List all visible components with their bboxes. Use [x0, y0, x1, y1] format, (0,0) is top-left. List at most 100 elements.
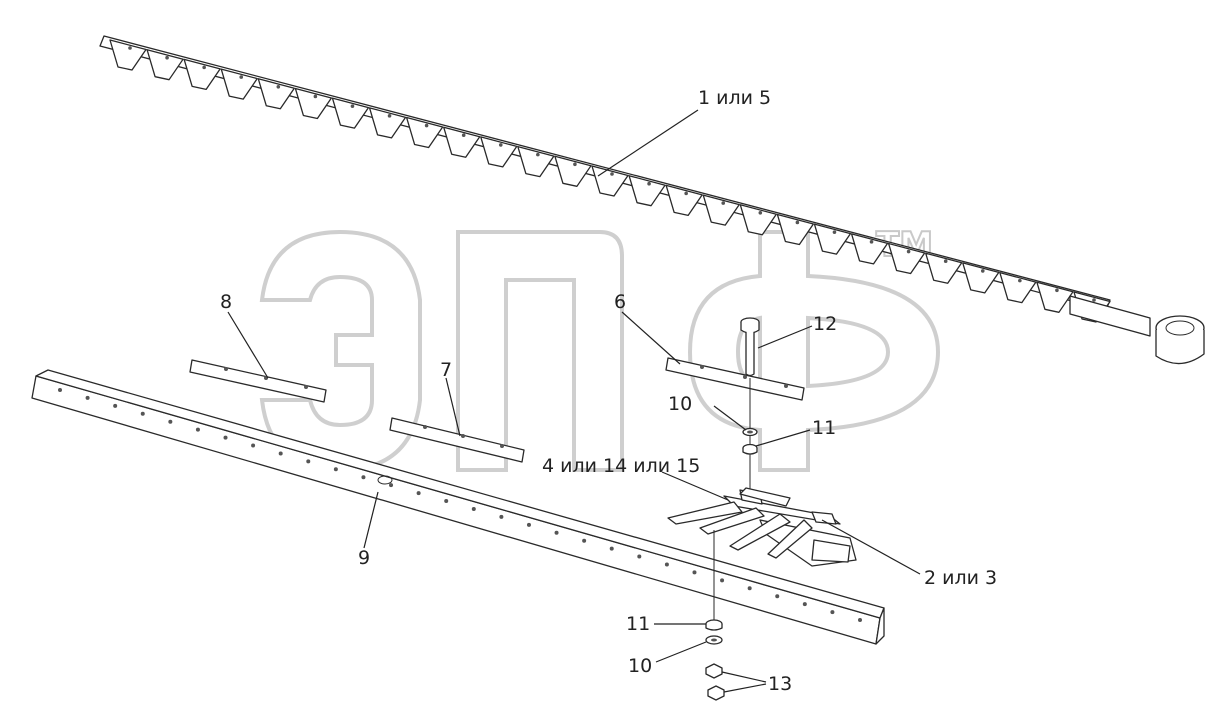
sickle-tooth — [146, 49, 184, 81]
sickle-tooth — [331, 97, 370, 129]
sickle-tooth-rivet — [128, 46, 132, 50]
sickle-tooth — [220, 68, 258, 100]
sickle-tooth-rivet — [276, 84, 281, 89]
guide-bar-hole — [747, 586, 752, 591]
guide-bar-hole — [416, 491, 421, 496]
sickle-tooth — [776, 213, 815, 246]
guide-bar-hole — [554, 530, 559, 535]
bolt-part-12 — [740, 317, 760, 377]
callout-6: 6 — [614, 291, 626, 313]
sickle-tooth-rivet — [350, 104, 355, 108]
callout-9: 9 — [358, 547, 370, 569]
lower-washer-10 — [705, 635, 723, 645]
sickle-tooth-rivet — [461, 133, 466, 138]
sickle-tooth-rivet — [387, 114, 392, 118]
guide-bar-hole — [775, 594, 780, 599]
callout-11-lower: 11 — [626, 613, 650, 635]
guide-bar-hole — [58, 388, 62, 392]
guide-bar-holes — [58, 388, 862, 622]
sickle-tooth — [405, 116, 444, 149]
sickle-tooth — [665, 184, 703, 217]
sickle-tooth-rivet — [536, 152, 540, 157]
sickle-tooth-rivet — [573, 162, 577, 167]
guide-bar-hole — [858, 618, 862, 622]
sickle-tooth-rivet — [610, 172, 614, 176]
sickle-tooth-rivet — [165, 55, 169, 60]
sickle-tooth — [183, 58, 221, 91]
sickle-tooth-rivet — [424, 123, 429, 128]
sickle-tooth — [925, 252, 963, 284]
sickle-tooth — [591, 165, 629, 197]
callout-8: 8 — [220, 291, 232, 313]
guide-bar-hole — [278, 451, 283, 456]
sickle-tooth-rivet — [943, 259, 948, 264]
trademark-mark: TM — [876, 225, 933, 265]
sickle-tooth-rivet — [313, 94, 318, 99]
sickle-tooth-rivet — [980, 269, 985, 273]
upper-nut-11 — [742, 443, 758, 455]
guide-bar-hole — [306, 459, 311, 464]
drive-head-body — [1155, 330, 1205, 365]
sickle-tooth — [702, 194, 740, 226]
drive-head-bore — [1165, 320, 1195, 336]
guide-bar-hole — [333, 467, 338, 472]
guide-bar-large-hole — [377, 475, 393, 485]
sickle-tooth — [480, 136, 518, 168]
sickle-tooth — [850, 233, 889, 265]
sickle-tooth — [517, 145, 555, 178]
sickle-tooth — [368, 107, 407, 139]
sickle-tooth — [962, 262, 1000, 294]
sickle-tooth — [813, 223, 852, 255]
sickle-tooth-rivet — [721, 201, 726, 205]
sickle-tooth — [628, 175, 666, 207]
callout-7: 7 — [440, 359, 452, 381]
callout-2-or-3: 2 или 3 — [924, 567, 997, 589]
sickle-tooth-rivet — [239, 75, 244, 79]
sickle-tooth-rivet — [498, 143, 503, 147]
sickle-tooth — [739, 204, 777, 236]
guide-bar-hole — [444, 499, 449, 504]
sickle-tooth-rivet — [1018, 278, 1022, 283]
guide-bar-hole — [582, 538, 587, 543]
sickle-tooth — [294, 87, 333, 120]
sickle-tooth — [1036, 281, 1074, 313]
drive-head-plate — [1069, 295, 1151, 337]
strip-part-7 — [389, 417, 525, 463]
guide-bar-hole — [526, 522, 531, 527]
strip-part-8 — [189, 359, 327, 403]
sickle-tooth-rivet — [832, 230, 837, 234]
sickle-tooth-rivet — [647, 181, 651, 186]
guide-bar-hole — [85, 395, 90, 400]
lower-nut-11 — [705, 619, 723, 631]
callout-10-lower: 10 — [628, 655, 652, 677]
upper-washer-10 — [742, 427, 758, 437]
callout-1-or-5: 1 или 5 — [698, 87, 771, 109]
callout-12: 12 — [813, 313, 837, 335]
sickle-tooth-rivet — [758, 210, 763, 215]
guide-bar-hole — [140, 411, 145, 416]
guide-bar-hole — [720, 578, 725, 583]
guide-bar-hole — [361, 475, 366, 480]
sickle-tooth-rivet — [684, 191, 688, 196]
sickle-tooth-rivet — [1092, 298, 1096, 302]
strip-part-6 — [665, 357, 805, 401]
guide-bar-part — [31, 369, 885, 645]
guide-bar-hole — [471, 506, 476, 511]
sickle-tooth-rivet — [1055, 288, 1059, 293]
sickle-teeth — [109, 39, 1111, 323]
guide-bar-hole — [830, 610, 835, 615]
callout-10-upper: 10 — [668, 393, 692, 415]
leader-lines — [227, 109, 921, 693]
guide-bar-hole — [692, 570, 697, 575]
guide-bar-hole — [251, 443, 256, 448]
callout-labels: 1 или 5 12 8 6 7 10 11 4 или 14 или 15 9… — [220, 87, 997, 695]
sickle-tooth — [443, 126, 481, 158]
sickle-tooth-rivet — [906, 249, 911, 254]
sickle-tooth-rivet — [869, 240, 874, 244]
guide-bar-hole — [389, 483, 394, 488]
guide-bar-hole — [223, 435, 228, 440]
guide-bar-hole — [195, 427, 200, 432]
callout-13: 13 — [768, 673, 792, 695]
